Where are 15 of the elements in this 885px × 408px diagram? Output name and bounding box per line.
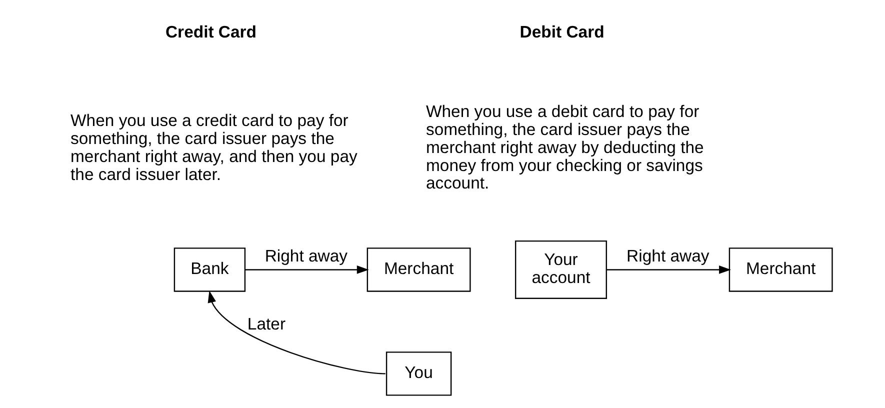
label: Credit Card <box>164 22 256 42</box>
node-box: Merchant <box>728 248 832 292</box>
arrow <box>606 266 730 274</box>
node-box: Bank <box>173 248 246 292</box>
node-box: You <box>385 352 452 396</box>
arrow <box>207 290 385 374</box>
node-box: Merchant <box>366 248 470 292</box>
label: When you use a debit card to pay for something, the card issuer pays the merchant right away by deducting the money from your checking or savings account. <box>425 102 704 193</box>
edge-label: Right away <box>264 246 348 266</box>
label: Debit Card <box>519 22 604 42</box>
edge-label: Right away <box>626 246 709 266</box>
edge-label: Later <box>246 314 286 334</box>
node-box: Your account <box>514 240 606 299</box>
arrow <box>244 266 368 274</box>
label: When you use a credit card to pay for something, the card issuer pays the merchant right away, and then you pay the card issuer later. <box>70 110 357 184</box>
